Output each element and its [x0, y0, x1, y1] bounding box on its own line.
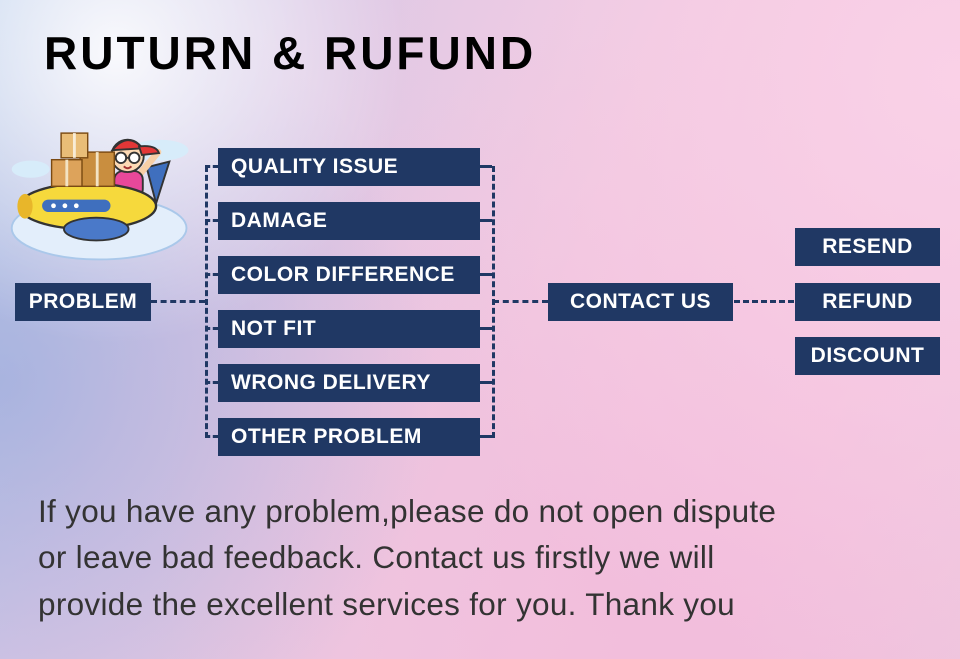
- connector-stub: [205, 381, 218, 384]
- plane-nose: [17, 193, 33, 219]
- connector-stub: [205, 165, 218, 168]
- connector-issues-to-contact: [493, 300, 548, 303]
- connector-stub: [480, 273, 492, 276]
- issue-box-other-problem: OTHER PROBLEM: [218, 418, 480, 456]
- glasses-icon: [114, 151, 128, 164]
- problem-box: PROBLEM: [15, 283, 151, 321]
- connector-stub: [480, 327, 492, 330]
- red-cap: [110, 139, 145, 152]
- page-title-part2: RUFUND: [323, 27, 537, 79]
- issue-box-damage: DAMAGE: [218, 202, 480, 240]
- footer-line-2: or leave bad feedback. Contact us firstl…: [38, 539, 715, 576]
- page-title: RUTURN & RUFUND: [44, 26, 536, 80]
- connector-contact-to-outcomes: [734, 300, 794, 303]
- page-title-part1: RUTURN &: [44, 27, 324, 79]
- plane-tail: [145, 160, 171, 207]
- cloud-icon: [11, 160, 50, 178]
- issue-box-wrong-delivery: WRONG DELIVERY: [218, 364, 480, 402]
- footer-note: If you have any problem,please do not op…: [38, 488, 943, 627]
- connector-stub: [480, 219, 492, 222]
- connector-stub: [480, 165, 492, 168]
- footer-line-1: If you have any problem,please do not op…: [38, 493, 777, 529]
- connector-issues-left-rail: [205, 166, 208, 438]
- connector-stub: [205, 219, 218, 222]
- contact-us-box: CONTACT US: [548, 283, 733, 321]
- outcome-box-discount: DISCOUNT: [795, 337, 940, 375]
- red-cap-brim: [137, 145, 161, 156]
- issue-box-color-difference: COLOR DIFFERENCE: [218, 256, 480, 294]
- outcome-box-refund: REFUND: [795, 283, 940, 321]
- issue-box-quality-issue: QUALITY ISSUE: [218, 148, 480, 186]
- footer-line-3: provide the excellent services for you. …: [38, 585, 735, 622]
- glasses-icon: [128, 151, 141, 164]
- smile: [123, 165, 133, 170]
- connector-stub: [480, 435, 492, 438]
- issue-box-not-fit: NOT FIT: [218, 310, 480, 348]
- connector-stub: [205, 327, 218, 330]
- connector-stub: [205, 273, 218, 276]
- plane-window: [51, 203, 56, 209]
- connector-stub: [480, 381, 492, 384]
- connector-problem-to-issues: [151, 300, 205, 303]
- delivery-plane-illustration: [10, 132, 189, 261]
- plane-wing: [63, 216, 130, 242]
- outcome-box-resend: RESEND: [795, 228, 940, 266]
- plane-window: [73, 203, 79, 209]
- plane-window: [62, 203, 68, 209]
- connector-stub: [205, 435, 218, 438]
